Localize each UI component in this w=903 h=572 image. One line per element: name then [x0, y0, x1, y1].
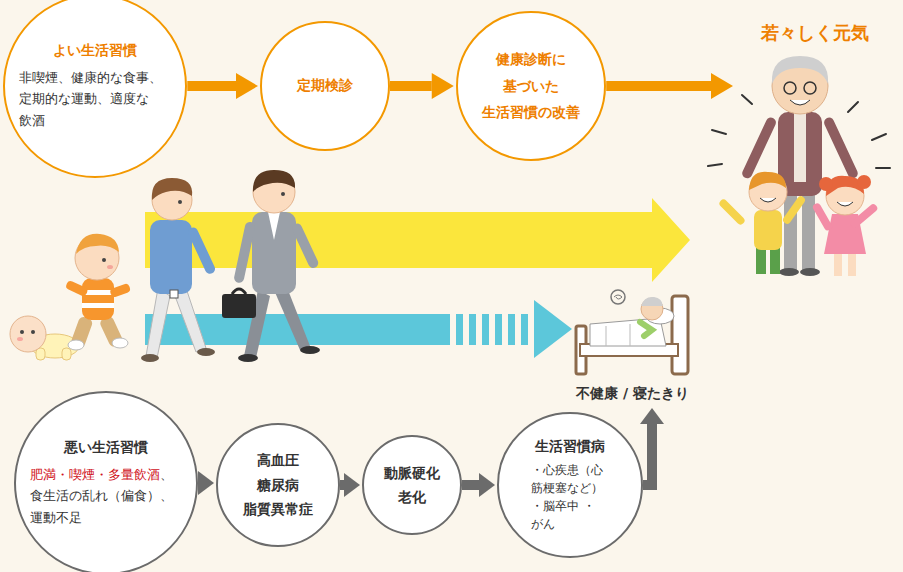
text-block: 若々しく元気 — [735, 20, 895, 45]
bed-patient-figure — [576, 290, 688, 374]
node-heading: 若々しく元気 — [761, 22, 869, 43]
node-body: ・心疾患（心 筋梗塞など） ・脳卒中 ・がん — [531, 463, 603, 531]
improvement-circle: 健康診断に 基づいた 生活習慣の改善 — [456, 11, 606, 161]
flow-arrow — [187, 73, 258, 99]
arrow-head — [198, 471, 214, 495]
node-heading: 高血圧 糖尿病 脂質異常症 — [243, 452, 313, 517]
text-block: よい生活習慣 — [19, 41, 171, 61]
node-heading: 生活習慣病 — [535, 438, 605, 454]
node-content: 定期検診 — [297, 76, 353, 96]
node-heading: 不健康 / 寝たきり — [576, 385, 689, 401]
node-content: よい生活習慣非喫煙、健康的な食事、 定期的な運動、適度な 飲酒 — [19, 41, 171, 131]
node-heading: 悪い生活習慣 — [64, 439, 148, 455]
node-heading: よい生活習慣 — [53, 42, 137, 58]
node-content: 高血圧 糖尿病 脂質異常症 — [241, 448, 315, 522]
businessman-figure — [222, 170, 320, 362]
text-block: 定期検診 — [297, 76, 353, 96]
lifestyle-disease-circle: 生活習慣病・心疾患（心 筋梗塞など） ・脳卒中 ・がん — [497, 412, 643, 558]
arrow-shaft — [187, 81, 236, 91]
arrow-head — [344, 473, 360, 497]
young-man-figure — [141, 178, 217, 362]
arrow-head — [236, 73, 258, 99]
text-block: ・心疾患（心 筋梗塞など） ・脳卒中 ・がん — [531, 461, 609, 533]
arrow-shaft — [606, 81, 711, 91]
toddler-figure — [65, 234, 131, 350]
grandpa-kids-figure — [708, 56, 890, 276]
node-content: 若々しく元気 — [735, 20, 895, 45]
text-block: 動脈硬化 老化 — [381, 461, 443, 510]
flow-arrow — [390, 73, 454, 99]
unhealthy-band — [145, 300, 572, 358]
arrow-head — [711, 73, 733, 99]
arrow-head — [432, 73, 454, 99]
node-body: 非喫煙、健康的な食事、 定期的な運動、適度な 飲酒 — [19, 70, 162, 128]
arteriosclerosis-circle: 動脈硬化 老化 — [362, 435, 462, 535]
text-block: 非喫煙、健康的な食事、 定期的な運動、適度な 飲酒 — [19, 67, 171, 131]
arrow-shaft — [390, 81, 432, 91]
flow-arrow — [606, 73, 733, 99]
node-body: 肥満・喫煙・多量飲酒 — [30, 467, 160, 482]
checkup-circle: 定期検診 — [260, 21, 390, 151]
unhealthy-result: 不健康 / 寝たきり — [565, 282, 700, 406]
arrow-shaft — [340, 480, 344, 490]
disease-risk-circle: 高血圧 糖尿病 脂質異常症 — [216, 423, 340, 547]
healthy-result: 若々しく元気 — [735, 18, 895, 290]
flow-arrow — [340, 473, 360, 497]
text-block: 肥満・喫煙・多量飲酒、 食生活の乱れ（偏食）、 運動不足 — [30, 464, 182, 528]
node-content: 悪い生活習慣肥満・喫煙・多量飲酒、 食生活の乱れ（偏食）、 運動不足 — [30, 438, 182, 528]
bad-habits-circle: 悪い生活習慣肥満・喫煙・多量飲酒、 食生活の乱れ（偏食）、 運動不足 — [14, 391, 199, 572]
node-heading: 動脈硬化 老化 — [384, 465, 440, 506]
node-content: 不健康 / 寝たきり — [565, 384, 700, 404]
baby-figure — [10, 316, 79, 360]
flow-arrow — [462, 473, 495, 497]
text-block: 不健康 / 寝たきり — [565, 384, 700, 404]
arrow-shaft — [462, 480, 479, 490]
flow-arrow — [198, 471, 214, 495]
arrow-shaft — [643, 424, 652, 485]
node-heading: 定期検診 — [297, 77, 353, 93]
node-content: 生活習慣病・心疾患（心 筋梗塞など） ・脳卒中 ・がん — [531, 437, 609, 533]
text-block: 高血圧 糖尿病 脂質異常症 — [241, 448, 315, 522]
arrow-head — [640, 408, 664, 424]
healthy-band — [145, 198, 690, 282]
node-content: 健康診断に 基づいた 生活習慣の改善 — [472, 46, 590, 126]
flow-arrow — [640, 408, 664, 485]
node-content: 動脈硬化 老化 — [381, 461, 443, 510]
text-block: 悪い生活習慣 — [30, 438, 182, 458]
good-habits-circle: よい生活習慣非喫煙、健康的な食事、 定期的な運動、適度な 飲酒 — [3, 0, 188, 178]
text-block: 健康診断に 基づいた 生活習慣の改善 — [472, 46, 590, 126]
arrow-head — [479, 473, 495, 497]
text-block: 生活習慣病 — [531, 437, 609, 457]
node-heading: 健康診断に 基づいた 生活習慣の改善 — [482, 51, 580, 120]
